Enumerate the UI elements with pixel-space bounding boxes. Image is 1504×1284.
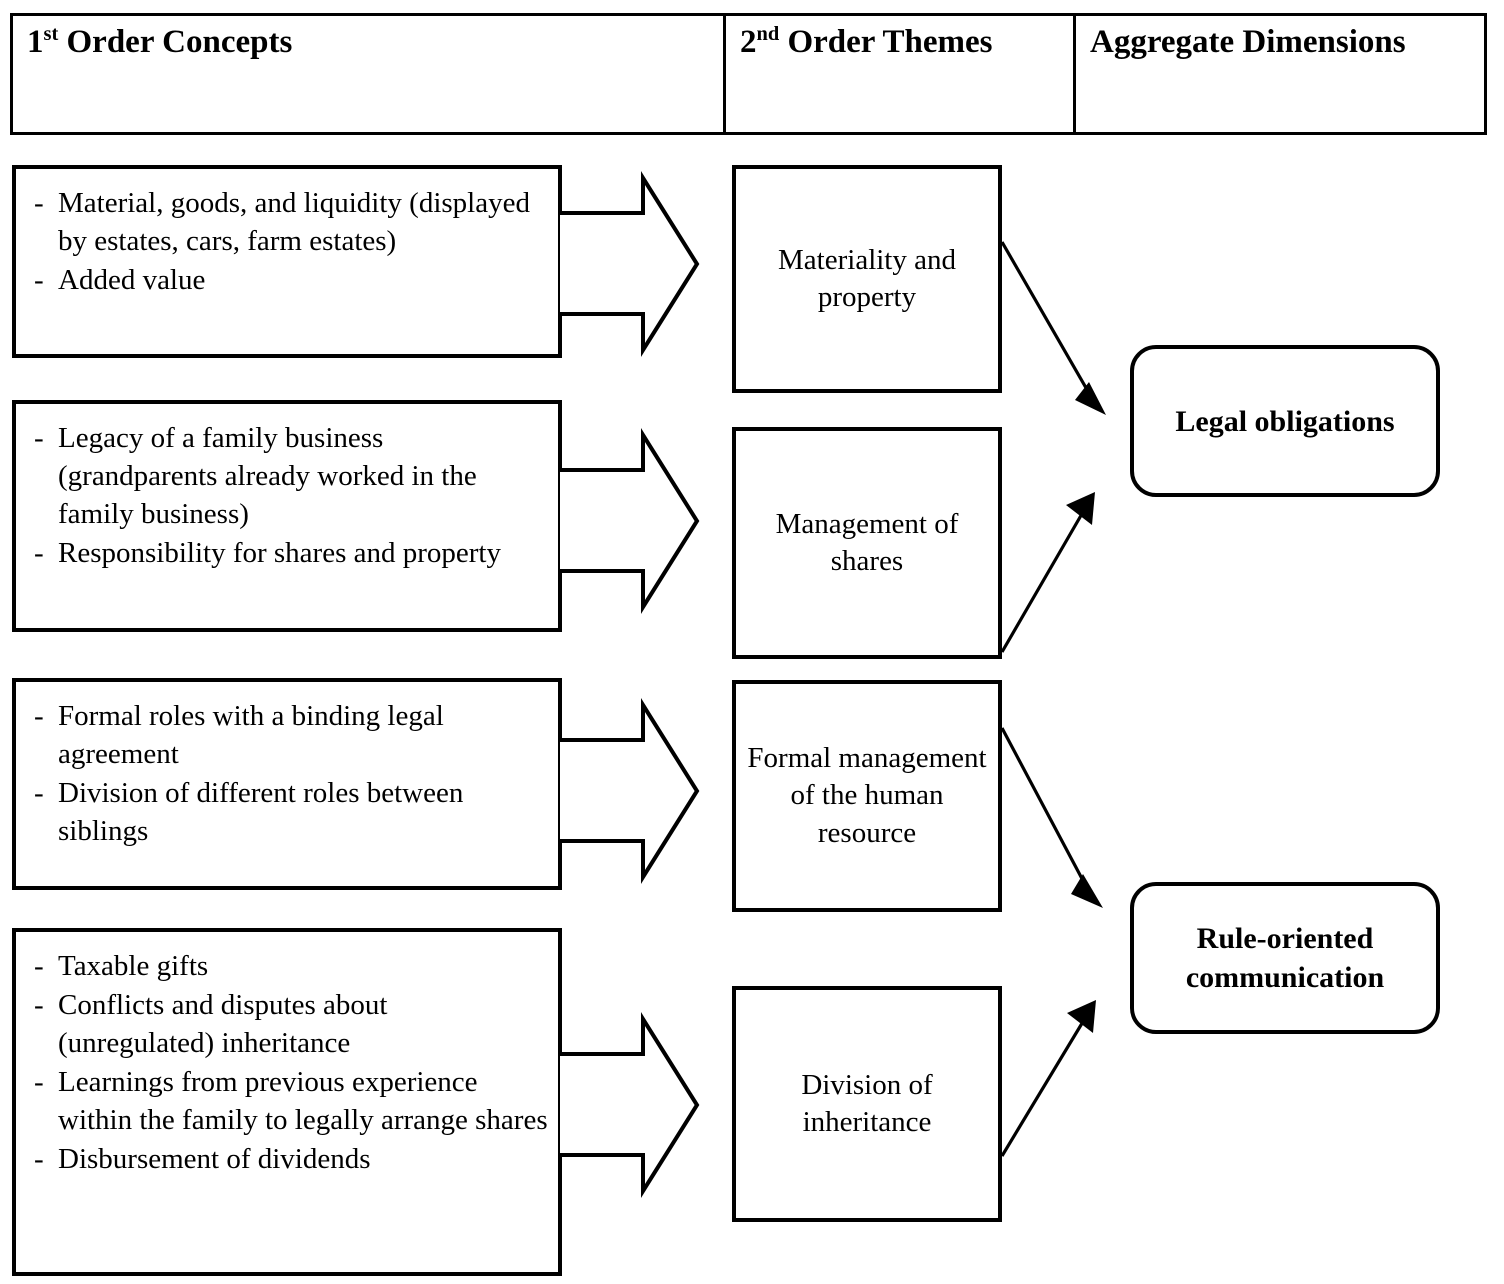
concept-item-text: Conflicts and disputes about (unregulate… (58, 988, 388, 1059)
concept-list-materiality: -Material, goods, and liquidity (display… (32, 185, 550, 300)
concept-list-inheritance: -Taxable gifts -Conflicts and disputes a… (32, 948, 550, 1179)
block-arrow-icon-concepts-to-materiality (560, 171, 700, 357)
aggregate-dimension-label: Rule-oriented communication (1185, 922, 1385, 994)
header-rest-first-order: Order Concepts (58, 24, 293, 60)
second-order-label: Formal management of the human resource (747, 742, 987, 849)
concept-item: -Material, goods, and liquidity (display… (32, 185, 550, 261)
second-order-label: Division of inheritance (801, 1068, 933, 1138)
connector-line-division-to-rule (1000, 1019, 1086, 1157)
concept-item-text: Formal roles with a binding legal agreem… (58, 700, 444, 770)
connector-line-formal-management-to-rule (1000, 727, 1090, 891)
aggregate-dimension-label: Legal obligations (1175, 404, 1395, 438)
concept-item-text: Disbursement of dividends (58, 1142, 371, 1175)
concept-item-text: Added value (58, 263, 206, 296)
concept-item: -Taxable gifts (32, 948, 550, 986)
first-order-box-formal-roles: -Formal roles with a binding legal agree… (12, 678, 562, 890)
header-label-aggregate: Aggregate Dimensions (1090, 24, 1470, 61)
bullet-dash: - (34, 422, 44, 454)
header-label-first-order: 1st Order Concepts (27, 24, 709, 61)
bullet-dash: - (34, 1065, 44, 1098)
concept-item-text: Taxable gifts (58, 950, 209, 982)
second-order-box-formal-management-hr: Formal management of the human resource (732, 680, 1002, 912)
concept-item: -Disbursement of dividends (32, 1141, 550, 1179)
header-cell-first-order: 1st Order Concepts (13, 16, 726, 132)
bullet-dash: - (34, 536, 44, 569)
header-sup-first-order: st (43, 23, 59, 45)
second-order-box-materiality-property: Materiality and property (732, 165, 1002, 393)
header-rest-aggregate: Aggregate Dimensions (1090, 24, 1406, 60)
aggregate-dimension-box-rule-oriented-communication: Rule-oriented communication (1130, 882, 1440, 1034)
concept-item: -Conflicts and disputes about (unregulat… (32, 987, 550, 1063)
bullet-dash: - (34, 988, 44, 1021)
header-cell-second-order: 2nd Order Themes (726, 16, 1076, 132)
concept-item-text: Division of different roles between sibl… (58, 776, 464, 847)
concept-item: -Added value (32, 262, 550, 300)
header-prefix-first-order: 1 (27, 24, 44, 60)
concept-item: -Division of different roles between sib… (32, 775, 550, 851)
first-order-box-legacy: -Legacy of a family business (grandparen… (12, 400, 562, 632)
block-arrow-icon-concepts-to-management (560, 428, 700, 614)
bullet-dash: - (34, 187, 44, 219)
connector-line-materiality-to-legal (1000, 241, 1095, 401)
second-order-label: Materiality and property (778, 243, 956, 313)
second-order-box-management-shares: Management of shares (732, 427, 1002, 659)
header-rest-second-order: Order Themes (779, 24, 993, 60)
concept-item: -Formal roles with a binding legal agree… (32, 698, 550, 774)
concept-item: -Learnings from previous experience with… (32, 1064, 550, 1140)
concept-item-text: Responsibility for shares and property (58, 536, 501, 569)
connector-arrowhead-icon-division-to-rule (1067, 1000, 1096, 1033)
aggregate-dimension-box-legal-obligations: Legal obligations (1130, 345, 1440, 497)
first-order-box-materiality: -Material, goods, and liquidity (display… (12, 165, 562, 358)
concept-list-legacy: -Legacy of a family business (grandparen… (32, 420, 550, 573)
concept-item-text: Learnings from previous experience withi… (58, 1065, 548, 1136)
header-sup-second-order: nd (756, 23, 780, 45)
header-prefix-second-order: 2 (740, 24, 757, 60)
bullet-dash: - (34, 1142, 44, 1175)
block-arrow-icon-concepts-to-formal-management (560, 698, 700, 884)
connector-arrowhead-icon-materiality-to-legal (1075, 382, 1106, 415)
bullet-dash: - (34, 776, 44, 809)
column-headers-table: 1st Order Concepts 2nd Order Themes Aggr… (10, 13, 1487, 135)
connector-line-management-to-legal (1000, 511, 1085, 653)
bullet-dash: - (34, 263, 44, 296)
concept-item: -Responsibility for shares and property (32, 535, 550, 573)
concept-item: -Legacy of a family business (grandparen… (32, 420, 550, 534)
first-order-box-inheritance: -Taxable gifts -Conflicts and disputes a… (12, 928, 562, 1276)
connector-arrowhead-icon-formal-management-to-rule (1071, 874, 1103, 908)
second-order-label: Management of shares (775, 507, 959, 577)
concept-item-text: Material, goods, and liquidity (displaye… (58, 187, 530, 257)
bullet-dash: - (34, 700, 44, 732)
concept-item-text: Legacy of a family business (grandparent… (58, 422, 477, 530)
connector-arrowhead-icon-management-to-legal (1066, 492, 1095, 525)
block-arrow-icon-concepts-to-division (560, 1012, 700, 1198)
header-cell-aggregate: Aggregate Dimensions (1076, 16, 1484, 132)
second-order-box-division-inheritance: Division of inheritance (732, 986, 1002, 1222)
header-label-second-order: 2nd Order Themes (740, 24, 1059, 61)
bullet-dash: - (34, 950, 44, 982)
concept-list-formal-roles: -Formal roles with a binding legal agree… (32, 698, 550, 851)
